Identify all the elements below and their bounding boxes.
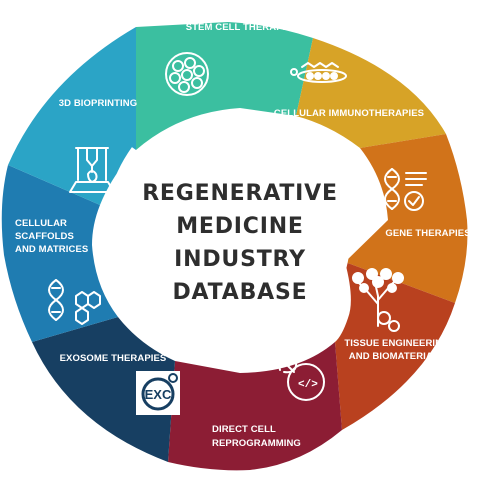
label-cellular-scaffolds-line-1: CELLULAR [15,218,67,229]
bioprinter-icon [69,147,115,193]
segment-3d-bioprinting[interactable] [8,27,136,205]
stem-cell-cluster-icon [165,52,209,96]
center-title: REGENERATIVE MEDICINE INDUSTRY DATABASE [142,181,338,305]
tree-gears-icon [352,268,404,332]
label-cellular-immunotherapies: CELLULAR IMMUNOTHERAPIES [274,108,424,119]
dna-checkmark-icon [384,168,427,211]
label-direct-cell-reprogramming-line-2: REPROGRAMMING [212,438,301,449]
wrench-code-icon: </> [278,353,325,401]
svg-text:</>: </> [298,379,318,391]
label-exosome-therapies: EXOSOME THERAPIES [60,353,167,364]
dna-hexagon-icon [48,279,101,325]
svg-text:EXC: EXC [145,387,172,402]
center-title-line-1: REGENERATIVE [142,181,338,206]
label-direct-cell-reprogramming-line-1: DIRECT CELL [212,424,276,435]
center-title-line-3: INDUSTRY [174,247,306,272]
immune-cell-attack-icon [290,62,347,83]
label-cellular-scaffolds-line-3: AND MATRICES [15,244,88,255]
segment-cellular-immunotherapies[interactable] [296,38,446,148]
center-title-line-4: DATABASE [173,280,308,305]
label-cellular-scaffolds-line-2: SCAFFOLDS [15,231,74,242]
segment-direct-cell-reprogramming[interactable] [168,342,342,471]
label-stem-cell-therapies: STEM CELL THERAPIES [186,22,299,33]
label-tissue-engineering-line-2: AND BIOMATERIALS [349,351,445,362]
hub-swirl-edge [107,147,141,207]
segment-icons: </> EXC [48,52,427,415]
segment-gene-therapies[interactable] [345,134,468,303]
label-tissue-engineering-line-1: TISSUE ENGINEERING [344,338,449,349]
segment-exosome-therapies[interactable] [32,317,175,462]
label-gene-therapies: GENE THERAPIES [385,228,470,239]
center-title-line-2: MEDICINE [176,214,304,239]
segment-tissue-engineering[interactable] [335,262,455,430]
exosome-exc-icon: EXC [136,371,180,415]
label-3d-bioprinting: 3D BIOPRINTING [59,98,137,109]
segment-labels: STEM CELL THERAPIES CELLULAR IMMUNOTHERA… [15,22,471,449]
center-hub [130,130,350,350]
segment-stem-cell-therapies[interactable] [136,22,313,150]
